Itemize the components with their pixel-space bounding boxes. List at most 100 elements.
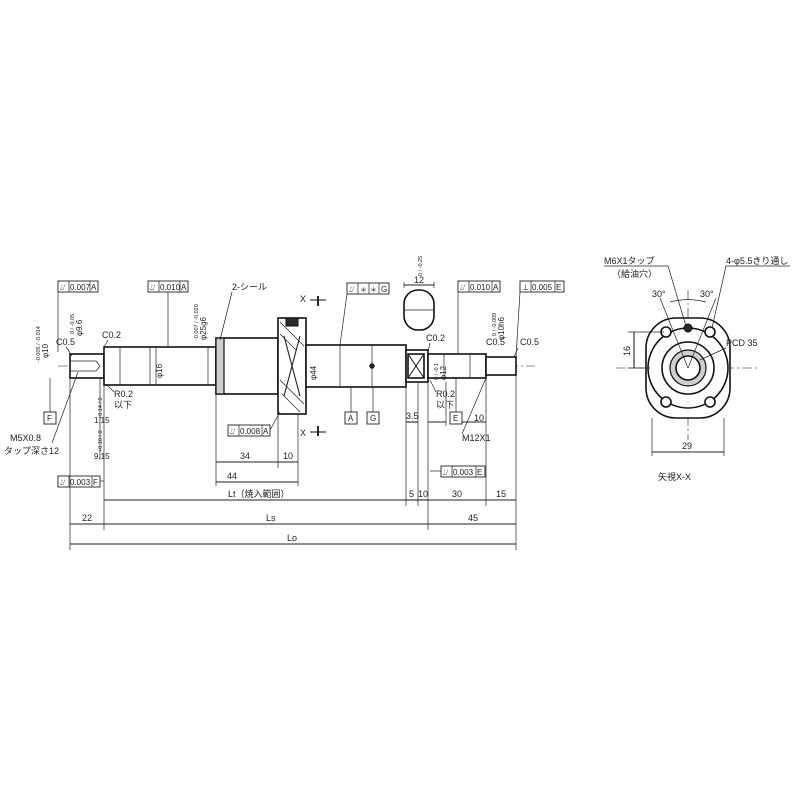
seal-callout: 2-シール bbox=[219, 282, 267, 341]
gdt-2-datum: A bbox=[181, 283, 187, 292]
dim-44: 44 bbox=[227, 471, 237, 481]
gdt-frame-7: ⌰ 0.003 E bbox=[430, 465, 486, 478]
dim-34: 34 bbox=[240, 451, 250, 461]
gdt-6-symbol: ⌰ bbox=[60, 478, 66, 487]
thread-marks bbox=[119, 345, 471, 387]
datum-g-label: G bbox=[370, 414, 376, 423]
gdt-frame-center: ⌰ ＊ ＊ G bbox=[339, 282, 390, 346]
dim-10-b: 10 bbox=[474, 413, 484, 423]
gdt-4-symbol: ⊥ bbox=[522, 283, 529, 292]
tolerance-d10: -0.005 / -0.014 bbox=[36, 326, 42, 362]
dim-5: 5 bbox=[409, 489, 414, 499]
dim-10-c: 10 bbox=[418, 489, 428, 499]
section-marker-top: X bbox=[300, 294, 326, 306]
flat-view: 12 0 / -0.25 bbox=[403, 256, 435, 331]
bolt-hole-3 bbox=[660, 396, 672, 408]
section-x-bottom: X bbox=[300, 428, 306, 438]
gdt-frame-5: ⌰ 0.008 A bbox=[227, 411, 281, 437]
gdt-4-datum: E bbox=[556, 283, 561, 292]
left-tap-hole bbox=[70, 360, 101, 372]
tap-label: M6X1タップ bbox=[604, 256, 655, 266]
gdt-1-datum: A bbox=[91, 283, 97, 292]
c05-right-label-2: C0.5 bbox=[520, 337, 539, 347]
seal-left bbox=[215, 337, 225, 395]
dim-30: 30 bbox=[452, 489, 462, 499]
gdt-frame-2: ⌰ 0.010 A bbox=[147, 280, 189, 347]
dim-22: 22 bbox=[82, 513, 92, 523]
screw-shaft bbox=[305, 344, 407, 388]
diameter-d12: φ12 bbox=[439, 365, 448, 380]
flat-tolerance: 0 / -0.25 bbox=[418, 256, 424, 276]
chamfer-c02-right: C0.2 bbox=[426, 333, 445, 353]
diameter-d25: φ25g6 bbox=[199, 316, 208, 340]
flange-hatch bbox=[279, 317, 305, 413]
diameter-d44: φ44 bbox=[309, 365, 318, 380]
dim-lines: 34 10 44 3.5 10 Lt（焼入範囲） 5 10 bbox=[69, 375, 517, 550]
gdt-1-value: 0.007 bbox=[70, 283, 91, 292]
gdt-6-datum: F bbox=[93, 478, 98, 487]
datum-f-label: F bbox=[47, 414, 52, 423]
gdt-3-datum: A bbox=[493, 283, 499, 292]
shaft-end-right bbox=[485, 356, 517, 376]
gdt-2-symbol: ⌰ bbox=[150, 283, 156, 292]
seal-label: 2-シール bbox=[232, 282, 267, 292]
datum-a: A bbox=[344, 387, 358, 425]
m12-label: M12X1 bbox=[462, 433, 491, 443]
m5-thread-callout: M5X0.8 タップ深さ12 bbox=[4, 371, 79, 456]
c05-left-label: C0.5 bbox=[56, 337, 75, 347]
angle-line-1 bbox=[659, 297, 689, 369]
fillet-r02-right: R0.2 以下 bbox=[429, 379, 455, 410]
datum-e: E bbox=[449, 378, 463, 425]
r02-left-label: R0.2 bbox=[114, 389, 133, 399]
ika-right-label: 以下 bbox=[436, 400, 454, 410]
gdt-5-value: 0.008 bbox=[240, 427, 261, 436]
dim-45: 45 bbox=[468, 513, 478, 523]
bearing-mark bbox=[407, 353, 425, 379]
angle-2: 30° bbox=[700, 289, 714, 299]
gdt-center-datum: ＊ bbox=[370, 287, 377, 294]
flat-width-label: 12 bbox=[414, 275, 424, 285]
section-x-top: X bbox=[300, 294, 306, 304]
angle-1: 30° bbox=[652, 289, 666, 299]
pcd-leader bbox=[699, 347, 727, 361]
oil-hole bbox=[683, 323, 693, 333]
c02-left-label: C0.2 bbox=[102, 330, 121, 340]
dim-1-15: 1.15 bbox=[94, 416, 110, 425]
dim-3-5: 3.5 bbox=[406, 411, 419, 421]
gdt-frame-1: ⌰ 0.007 A bbox=[57, 280, 99, 352]
shaft-journal-right bbox=[427, 353, 487, 379]
datum-g: G bbox=[366, 387, 380, 425]
tolerance-d96: 0 / -0.05 bbox=[70, 314, 76, 334]
ika-left-label: 以下 bbox=[114, 400, 132, 410]
datum-f: F bbox=[43, 378, 57, 425]
diameter-d10h6: φ10h6 bbox=[497, 316, 506, 340]
tol-9-15: +0.10 / 0 bbox=[98, 430, 104, 452]
gdt-6-value: 0.003 bbox=[70, 478, 91, 487]
chamfer-c05-right: C0.5 C0.5 bbox=[486, 337, 539, 358]
shaft-end-left bbox=[69, 353, 105, 379]
tap-depth-label: タップ深さ12 bbox=[4, 446, 59, 456]
datum-a-label: A bbox=[348, 414, 354, 423]
dim-ls: Ls bbox=[266, 513, 276, 523]
gdt-5-datum: A bbox=[263, 427, 269, 436]
gdt-5-symbol: ⌰ bbox=[230, 427, 236, 436]
gdt-3-symbol: ⌰ bbox=[460, 283, 466, 292]
c02-right-label: C0.2 bbox=[426, 333, 445, 343]
dim-lo: Lo bbox=[287, 533, 297, 543]
c05-right-label: C0.5 bbox=[486, 337, 505, 347]
gdt-center-symbol: ⌰ bbox=[349, 285, 355, 294]
gdt-center-datum2: G bbox=[381, 285, 387, 294]
tolerance-d25: -0.007 / -0.020 bbox=[194, 304, 200, 340]
dim-10-a: 10 bbox=[283, 451, 293, 461]
gdt-frame-4: ⊥ 0.005 E bbox=[515, 280, 565, 358]
m5-label: M5X0.8 bbox=[10, 433, 41, 443]
angle-arc bbox=[669, 299, 707, 303]
dim-15: 15 bbox=[496, 489, 506, 499]
pcd-label: PCD 35 bbox=[726, 338, 758, 348]
tol-1-15: +0.14 / 0 bbox=[98, 397, 104, 419]
side-view: 30° 30° M6X1タップ （給油穴） 4-φ5.5きり通し PCD 35 … bbox=[604, 256, 790, 482]
fillet-r02-left: R0.2 以下 bbox=[105, 383, 133, 410]
tolerance-d12: 0 / -0.1 bbox=[434, 363, 440, 380]
datum-e-label: E bbox=[453, 414, 458, 423]
